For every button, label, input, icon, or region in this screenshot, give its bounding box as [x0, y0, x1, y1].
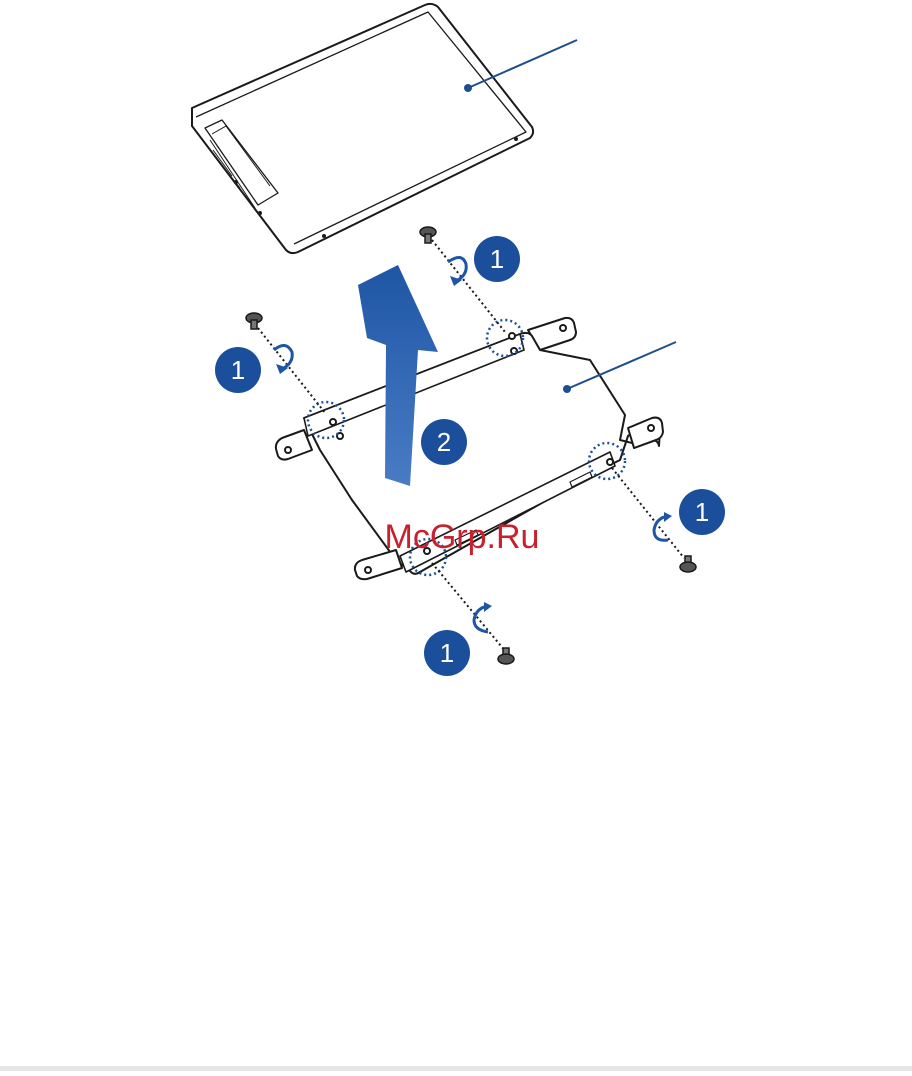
rotate-ccw-icon: [654, 512, 672, 540]
step-number: 1: [695, 497, 709, 527]
step-badge: 1: [474, 236, 520, 282]
step-badge: 1: [679, 489, 725, 535]
screw-icon: [680, 556, 696, 572]
step-badge: 2: [421, 419, 467, 465]
step-badge: 1: [215, 347, 261, 393]
footer-bar: [0, 1066, 912, 1071]
step-number: 2: [437, 427, 451, 457]
screw-icon: [498, 648, 514, 664]
watermark: McGrp.Ru: [385, 518, 540, 556]
screw-icon: [246, 313, 262, 329]
ssd-drive: [192, 4, 533, 253]
step-number: 1: [231, 355, 245, 385]
step-number: 1: [490, 244, 504, 274]
step-badge: 1: [424, 630, 470, 676]
step-number: 1: [440, 638, 454, 668]
